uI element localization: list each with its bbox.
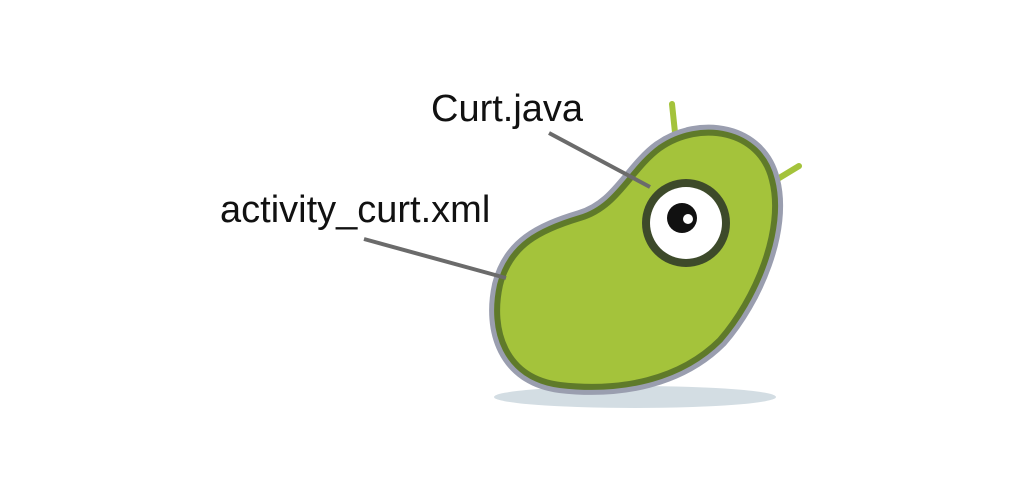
leader-line-java <box>548 131 651 189</box>
leader-line-layout <box>363 237 507 280</box>
label-layout-file: activity_curt.xml <box>220 189 490 231</box>
pupil-highlight <box>683 214 693 224</box>
bean-body <box>494 129 779 390</box>
label-java-file: Curt.java <box>431 88 584 130</box>
pupil <box>667 203 697 233</box>
